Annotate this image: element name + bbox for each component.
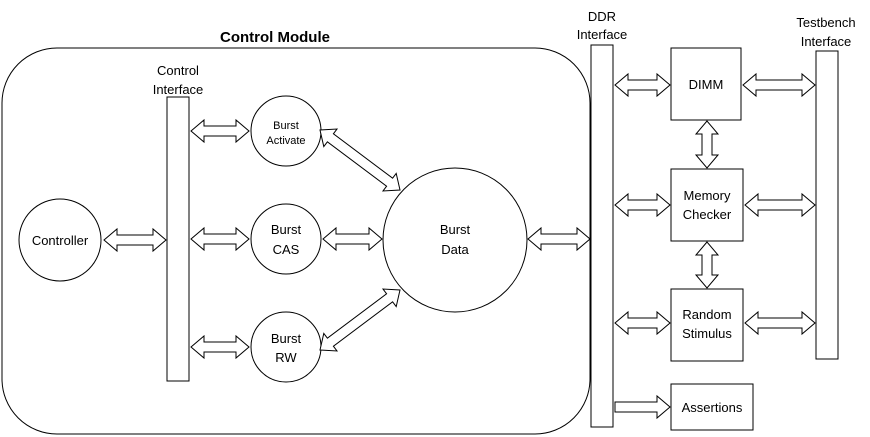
burst-rw-node — [250, 311, 322, 383]
ctrl-rw-arrow — [190, 334, 250, 360]
random-stimulus-label-line1: Random — [682, 307, 731, 322]
control-interface-label-line2: Interface — [153, 82, 204, 97]
control-interface-label-line1: Control — [157, 63, 199, 78]
controller-label: Controller — [32, 233, 89, 248]
burst-rw-label-line2: RW — [275, 350, 297, 365]
memory-checker-label-line1: Memory — [684, 188, 731, 203]
ddr-dimm-arrow — [614, 72, 671, 98]
burst-data-node — [382, 167, 528, 313]
random-stimulus-label-line2: Stimulus — [682, 326, 732, 341]
burst-rw-label-line1: Burst — [271, 331, 302, 346]
dimm-label: DIMM — [689, 77, 724, 92]
rw-data-arrow — [319, 288, 401, 352]
ddr-stimulus-arrow — [614, 310, 671, 336]
stimulus-testbench-arrow — [744, 310, 816, 336]
burst-cas-label-line1: Burst — [271, 222, 302, 237]
testbench-interface-label-line2: Interface — [801, 34, 852, 49]
control-interface-bar — [166, 96, 190, 382]
activate-data-arrow — [319, 128, 401, 192]
testbench-interface-bar — [815, 50, 839, 360]
connector-arrows — [103, 72, 816, 420]
dimm-checker-arrow — [694, 120, 720, 169]
controller-node — [18, 198, 102, 282]
ddr-assertions-arrow — [614, 394, 671, 420]
testbench-interface-label-line1: Testbench — [796, 15, 855, 30]
burst-activate-label-line1: Burst — [273, 120, 299, 132]
checker-stimulus-arrow — [694, 241, 720, 289]
checker-testbench-arrow — [744, 192, 816, 218]
ctrl-activate-arrow — [190, 118, 250, 144]
memory-checker-label-line2: Checker — [683, 207, 732, 222]
random-stimulus-box — [670, 288, 744, 362]
ddr-interface-label-line2: Interface — [577, 27, 628, 42]
burst-activate-label-line2: Activate — [266, 135, 305, 147]
burst-data-label-line1: Burst — [440, 222, 471, 237]
control-module-title: Control Module — [220, 29, 330, 46]
burst-cas-node — [250, 203, 322, 275]
burst-data-label-line2: Data — [441, 242, 469, 257]
data-ddr-arrow — [527, 226, 591, 252]
memory-checker-box — [670, 168, 744, 242]
dimm-box — [670, 47, 742, 121]
assertions-box — [670, 383, 754, 431]
burst-cas-label-line2: CAS — [273, 242, 300, 257]
cas-data-arrow — [322, 226, 383, 252]
dimm-testbench-arrow — [742, 72, 816, 98]
ddr-checker-arrow — [614, 192, 671, 218]
controller-ctrl-arrow — [103, 227, 167, 253]
ddr-interface-label-line1: DDR — [588, 9, 616, 24]
ddr-interface-bar — [590, 44, 614, 428]
ctrl-cas-arrow — [190, 226, 250, 252]
assertions-label: Assertions — [682, 400, 743, 415]
